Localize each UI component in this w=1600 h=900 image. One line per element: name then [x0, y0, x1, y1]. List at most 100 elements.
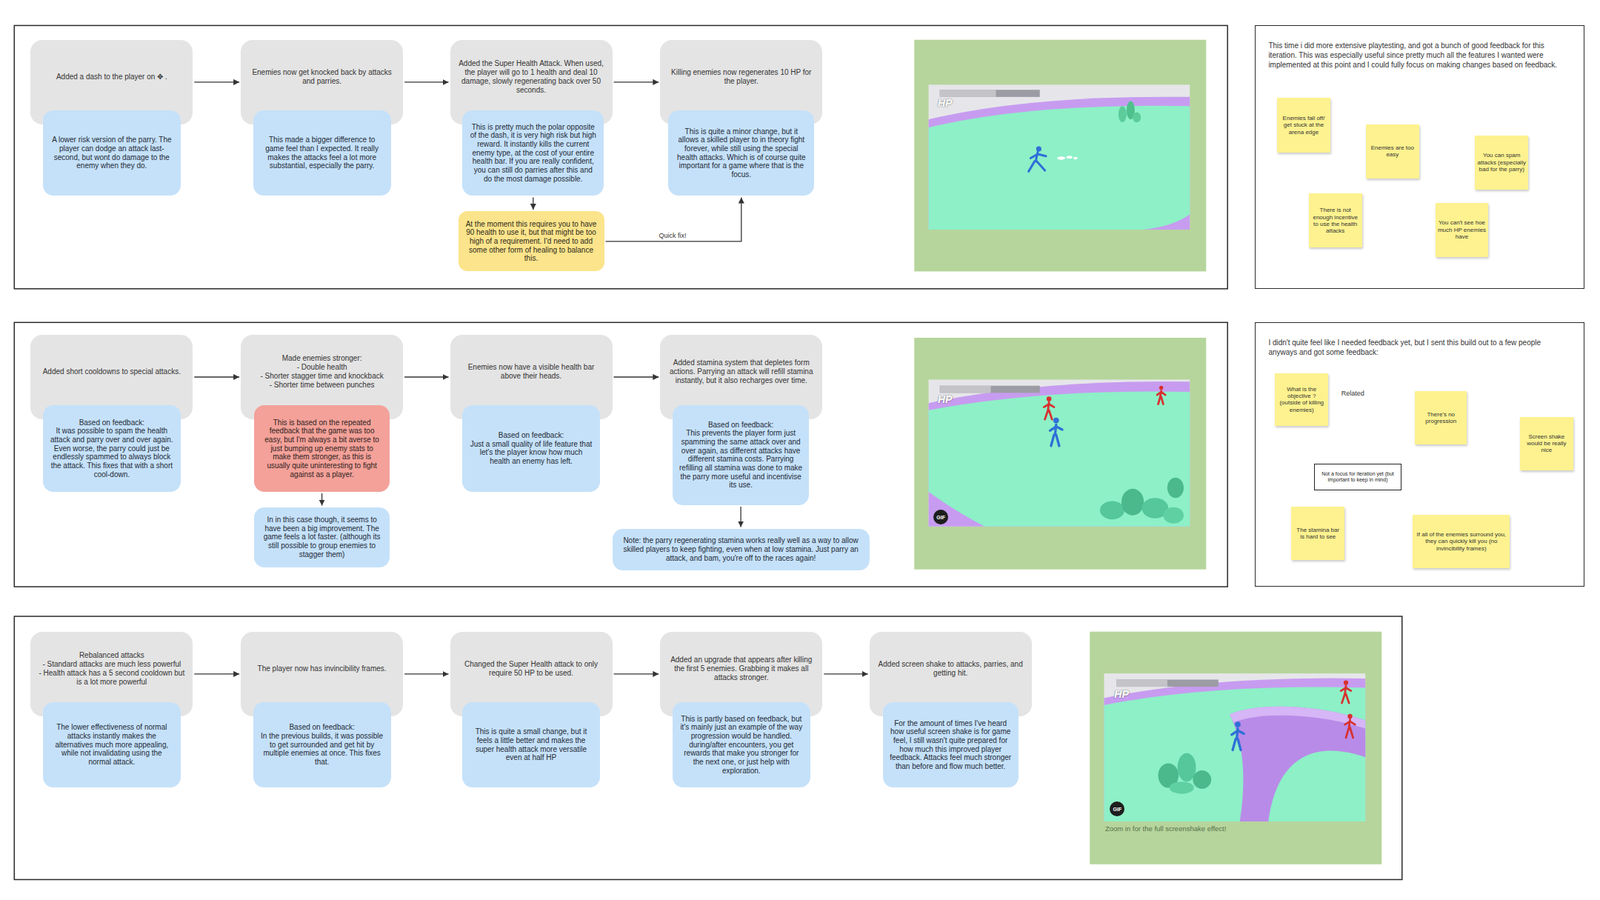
illustration-part [1050, 424, 1063, 446]
screenshot [1104, 673, 1366, 822]
row-frame [14, 25, 1228, 289]
illustration-part [928, 84, 1191, 230]
box-text: Based on feedback: [288, 722, 355, 732]
illustration-part [1043, 391, 1166, 420]
connector-arrow [614, 673, 660, 675]
note-box: Based on feedback:In the previous builds… [253, 702, 392, 789]
illustration-part [1104, 687, 1366, 822]
connector-arrow [194, 376, 240, 378]
box-text: Rebalanced attacks [79, 651, 145, 660]
box-text: Enemies now have a visible health bar ab… [458, 362, 605, 381]
box-text: The player now has invincibility frames. [257, 664, 387, 674]
connector-arrow [614, 81, 660, 83]
box-text: Added an upgrade that appears after kill… [668, 655, 815, 683]
feedback-panel: This time i did more extensive playtesti… [1254, 25, 1585, 289]
connector-arrow [194, 81, 240, 83]
connector-arrow [532, 197, 534, 211]
note-box: A lower risk version of the parry. The p… [42, 110, 181, 197]
illustration-part [1073, 157, 1078, 160]
hud-label: HP [937, 394, 952, 405]
illustration-part [940, 385, 1040, 394]
sticky-note: You can't see hoe much HP enemies have [1435, 202, 1489, 258]
illustration-part [1036, 146, 1042, 152]
sticky-note: Screen shake would be really nice [1520, 417, 1574, 471]
illustration-part [1159, 385, 1164, 391]
box-text: Changed the Super Health attack to only … [458, 660, 605, 678]
box-text: It was possible to spam the health attac… [49, 426, 175, 479]
illustration-part [928, 105, 1191, 230]
illustration-part [1340, 685, 1355, 738]
note-box: This is quite a small change, but it fee… [462, 702, 600, 789]
box-text: This is partly based on feedback, but it… [679, 714, 804, 776]
note-box: This is quite a minor change, but it all… [668, 110, 815, 197]
box-text: At the moment this requires you to have … [464, 220, 599, 263]
note-box: This made a bigger difference to game fe… [253, 110, 392, 197]
illustration-part [940, 89, 997, 98]
box-text: Made enemies stronger: [282, 354, 363, 363]
illustration-part [928, 391, 1191, 526]
box-text: Based on feedback: [708, 420, 774, 430]
illustration-part [1118, 105, 1127, 123]
box-text: In in this case though, it seems to have… [260, 515, 383, 559]
edge-label: Related [1340, 391, 1366, 399]
sticky-note: There's no progression [1414, 391, 1467, 445]
hud-label: HP [1114, 688, 1129, 700]
sticky-note: If all of the enemies surround you, they… [1412, 514, 1510, 569]
box-text: Not a focus for iteration yet (but impor… [1317, 471, 1398, 484]
warning-note: At the moment this requires you to have … [458, 211, 605, 272]
box-text: Note: the parry regenerating stamina wor… [619, 536, 863, 563]
illustration-part [1347, 714, 1352, 719]
box-text: - Health attack has a 5 second cooldown … [38, 668, 185, 687]
note-box: The lower effectiveness of normal attack… [42, 702, 181, 789]
box-text: This prevents the player form just spamm… [679, 428, 803, 490]
illustration-part [1050, 424, 1063, 446]
box-text: Added screen shake to attacks, parries, … [877, 660, 1024, 678]
box-text: Added short cooldowns to special attacks… [42, 367, 181, 377]
box-text: In the previous builds, it was possible … [260, 731, 385, 767]
feedback-panel: I didn't quite feel like I needed feedba… [1254, 322, 1585, 587]
illustration-part [1162, 507, 1184, 524]
connector-arrow [404, 376, 449, 378]
illustration-part [940, 385, 992, 394]
note-box: In in this case though, it seems to have… [254, 507, 390, 568]
note-box: Based on feedback:It was possible to spa… [42, 405, 181, 492]
illustration-part [1192, 770, 1212, 789]
illustration-part [1231, 728, 1245, 751]
connector-arrow [740, 506, 741, 528]
illustration-part [1116, 679, 1168, 687]
illustration-part [1104, 673, 1366, 822]
image-panel [914, 40, 1206, 272]
note-box: For the amount of times I've heard how u… [882, 702, 1019, 789]
box-text: You can spam attacks (especially bad for… [1477, 151, 1526, 173]
status-box: Not a focus for iteration yet (but impor… [1314, 463, 1402, 491]
illustration-part [940, 89, 1040, 98]
image-panel [914, 337, 1206, 570]
box-text: Enemies now get knocked back by attacks … [248, 68, 395, 86]
box-text: This made a bigger difference to game fe… [260, 135, 385, 171]
box-text: For the amount of times I've heard how u… [889, 719, 1012, 772]
sticky-note: Enemies are too easy [1365, 124, 1420, 179]
hud-label: HP [937, 97, 952, 109]
box-text: Added the Super Health Attack. When used… [458, 59, 605, 95]
illustration-part [1234, 721, 1241, 728]
screenshot [928, 379, 1191, 526]
box-text: Enemies fall off/ get stuck at the arena… [1279, 114, 1329, 136]
row-frame [14, 616, 1402, 880]
box-text: You can't see hoe much HP enemies have [1437, 219, 1487, 240]
illustration-part [1043, 391, 1166, 420]
sticky-note: The stamina bar is hard to see [1291, 506, 1345, 560]
box-text: The lower effectiveness of normal attack… [49, 722, 175, 766]
illustration-part [1121, 488, 1144, 516]
sticky-note: Enemies fall off/ get stuck at the arena… [1277, 97, 1331, 153]
illustration-part [1057, 156, 1066, 160]
illustration-part [1053, 417, 1060, 424]
box-text: Killing enemies now regenerates 10 HP fo… [668, 68, 815, 86]
box-text: Enemies are too easy [1368, 144, 1418, 158]
box-text: Just a small quality of life feature tha… [468, 440, 594, 466]
illustration-part [1046, 396, 1052, 402]
note-box: This is pretty much the polar opposite o… [462, 110, 604, 197]
screenshot [928, 84, 1191, 230]
illustration-part [1116, 679, 1219, 687]
illustration-part [1028, 151, 1046, 172]
box-text: I didn't quite feel like I needed feedba… [1268, 337, 1572, 358]
